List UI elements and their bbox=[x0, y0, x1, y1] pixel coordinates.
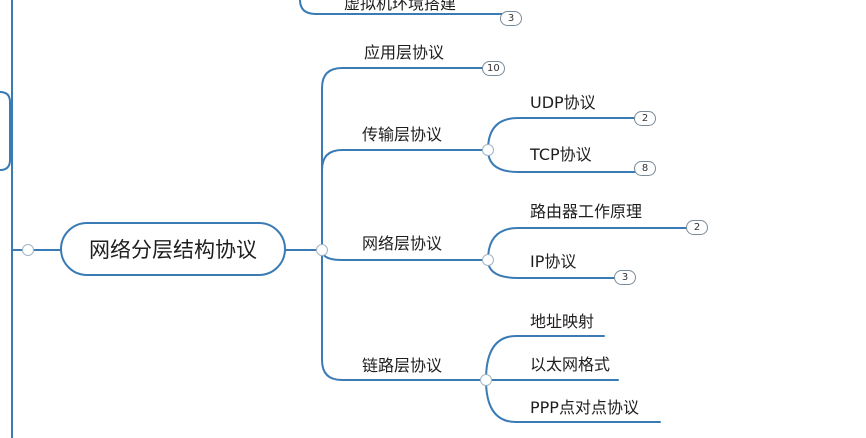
ip-badge[interactable]: 3 bbox=[614, 270, 636, 285]
network-layer-node[interactable]: 网络层协议 bbox=[362, 234, 443, 253]
network-collapse-knob[interactable] bbox=[482, 254, 494, 266]
link-layer-node[interactable]: 链路层协议 bbox=[362, 356, 443, 375]
udp-node[interactable]: UDP协议 bbox=[530, 93, 596, 112]
application-layer-badge[interactable]: 10 bbox=[482, 61, 505, 76]
root-node[interactable]: 网络分层结构协议 bbox=[60, 222, 286, 276]
root-left-collapse-knob[interactable] bbox=[22, 244, 34, 256]
tcp-badge[interactable]: 8 bbox=[634, 161, 656, 176]
link-collapse-knob[interactable] bbox=[480, 374, 492, 386]
ip-node[interactable]: IP协议 bbox=[530, 252, 577, 271]
transport-layer-node[interactable]: 传输层协议 bbox=[362, 125, 443, 144]
ethernet-format-node[interactable]: 以太网格式 bbox=[530, 355, 611, 374]
router-badge[interactable]: 2 bbox=[686, 220, 708, 235]
vm-setup-badge[interactable]: 3 bbox=[500, 11, 522, 26]
ppp-node[interactable]: PPP点对点协议 bbox=[530, 398, 639, 417]
vm-setup-node[interactable]: 虚拟机环境搭建 bbox=[344, 0, 457, 13]
root-node-label: 网络分层结构协议 bbox=[89, 238, 257, 262]
transport-collapse-knob[interactable] bbox=[482, 144, 494, 156]
router-node[interactable]: 路由器工作原理 bbox=[530, 202, 643, 221]
udp-badge[interactable]: 2 bbox=[634, 111, 656, 126]
application-layer-node[interactable]: 应用层协议 bbox=[364, 43, 445, 62]
address-mapping-node[interactable]: 地址映射 bbox=[530, 312, 595, 331]
tcp-node[interactable]: TCP协议 bbox=[530, 145, 592, 164]
root-right-collapse-knob[interactable] bbox=[316, 244, 328, 256]
